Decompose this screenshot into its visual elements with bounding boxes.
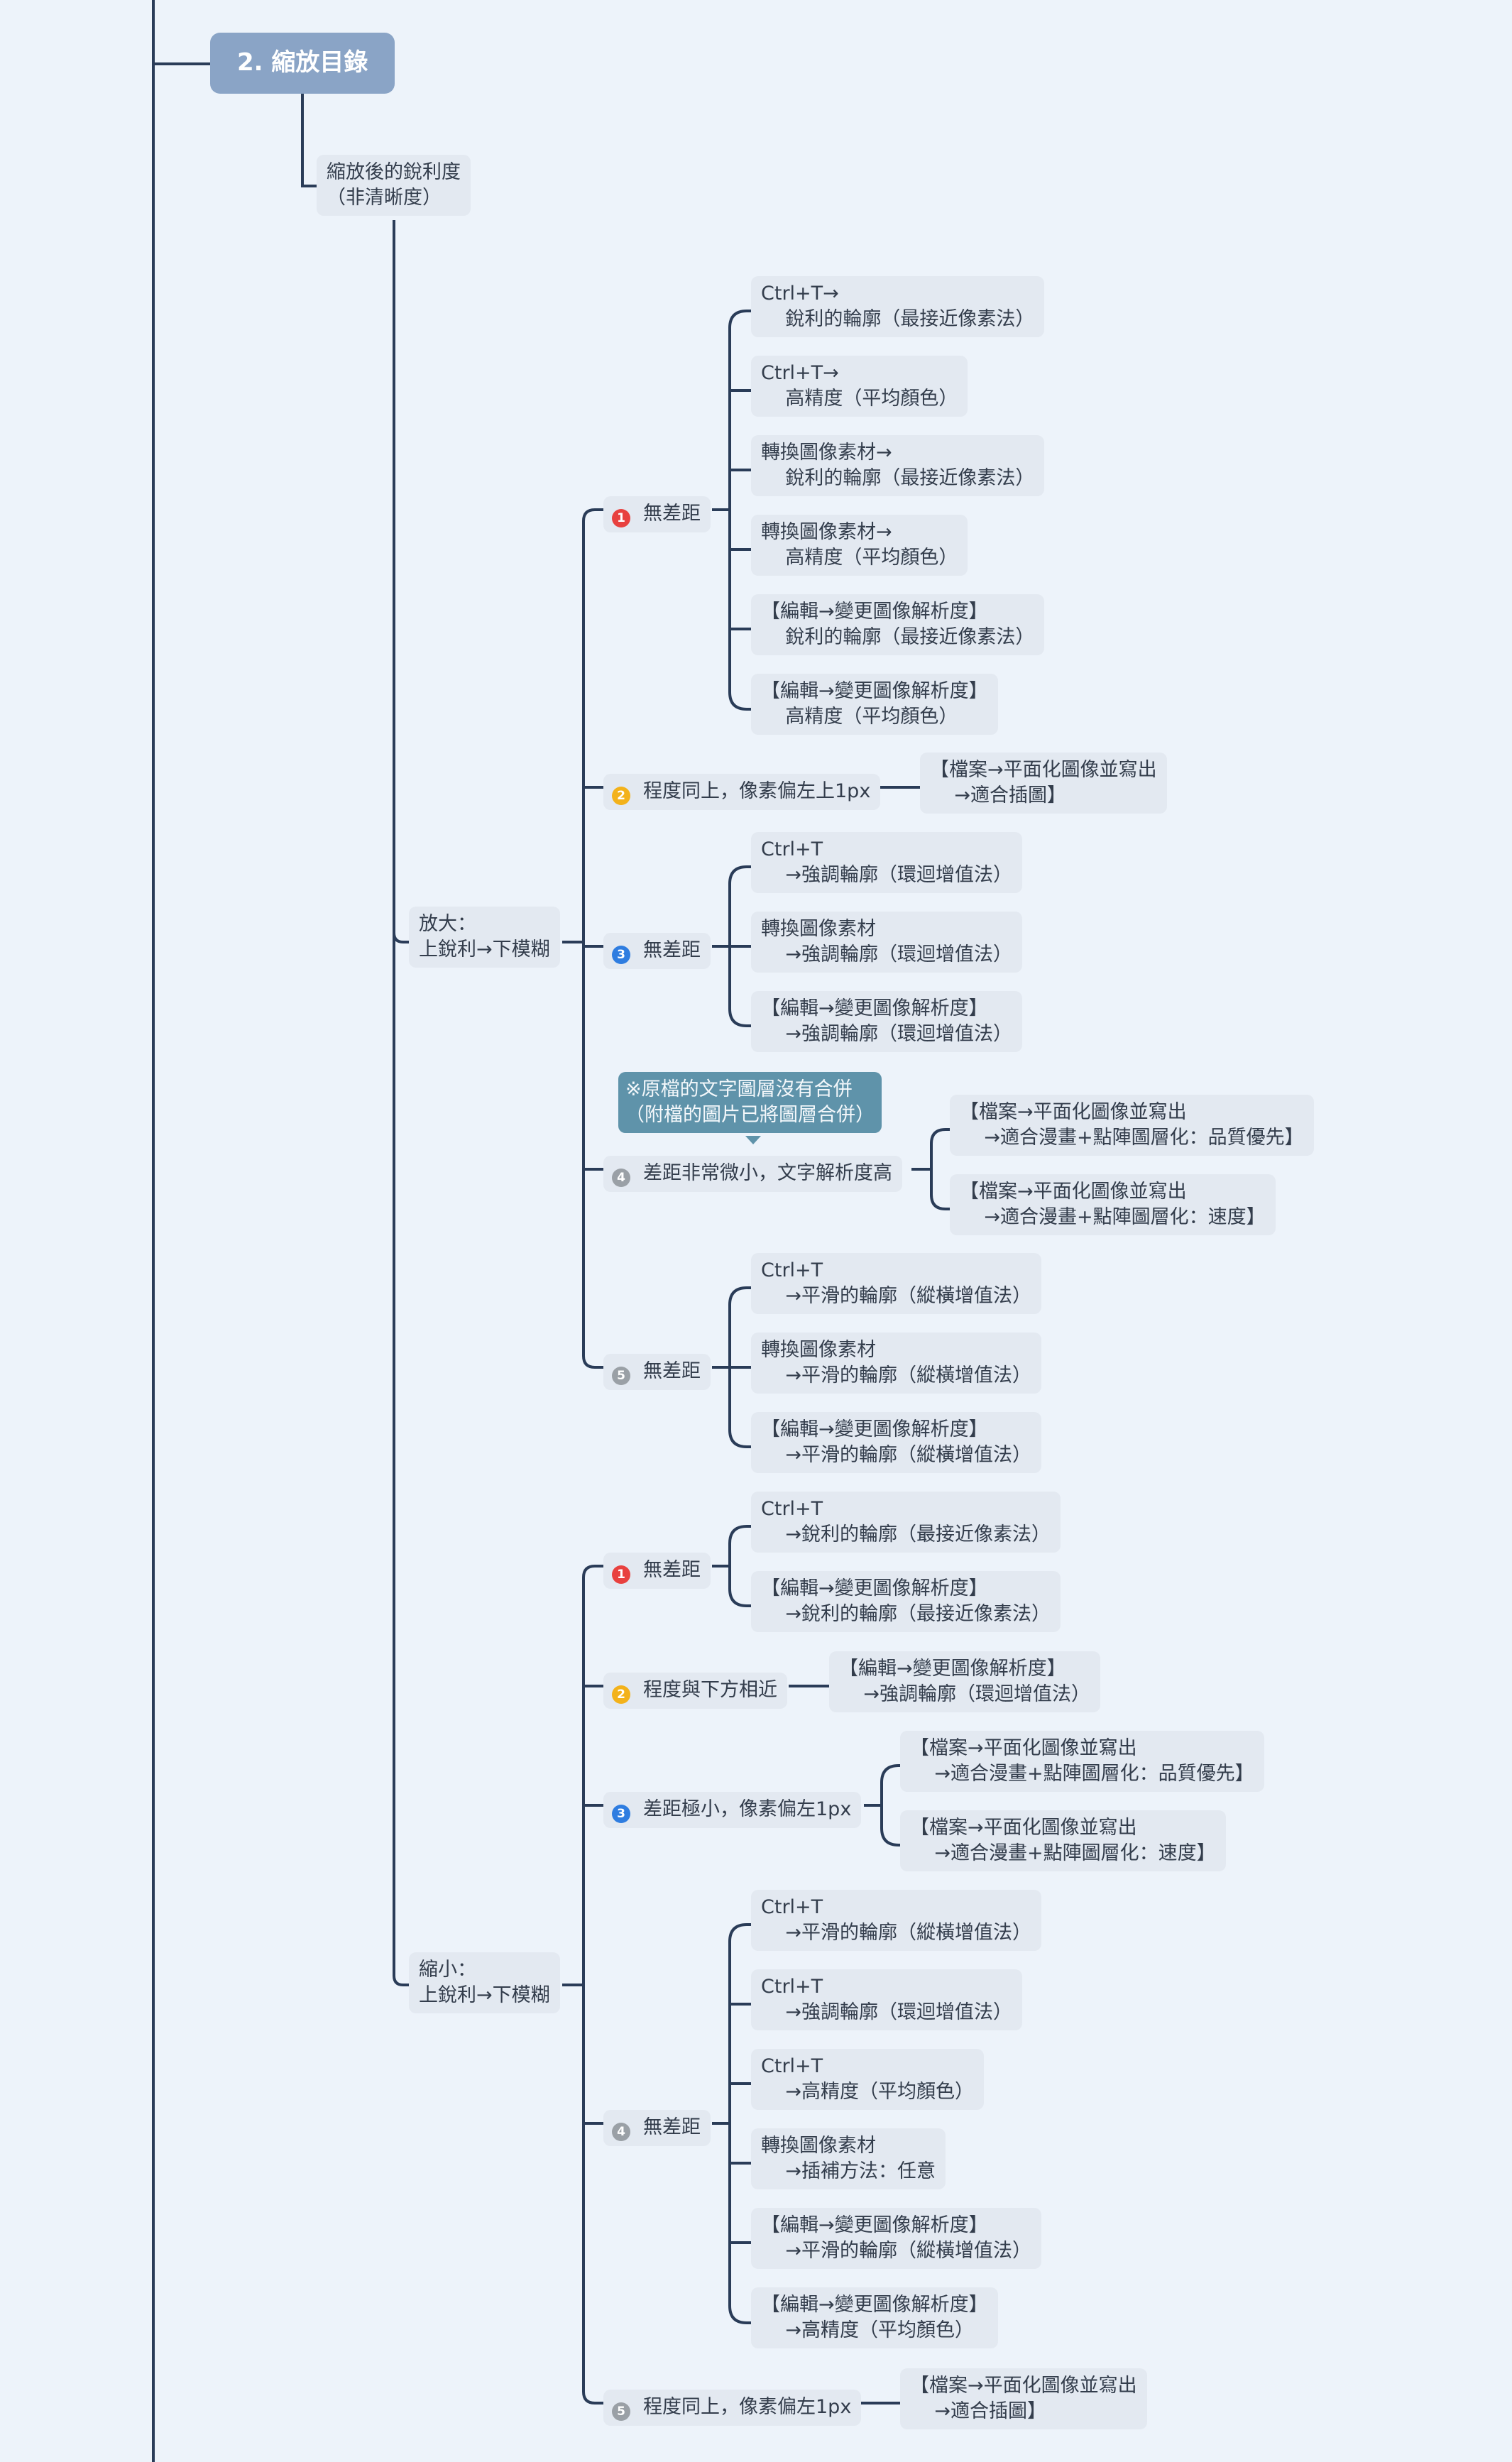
group-label: 無差距 (643, 1559, 701, 1581)
r-g1-bracket (728, 1525, 751, 1607)
reduce-g4-item-6[interactable]: 【編輯→變更圖像解析度】 →高精度（平均顏色） (751, 2287, 998, 2348)
reduce-g4-item-3[interactable]: Ctrl+T →高精度（平均顏色） (751, 2049, 984, 2110)
priority-2-icon: 2 (612, 787, 630, 805)
callout-note: ※原檔的文字圖層沒有合併 （附檔的圖片已將圖層合併） (618, 1072, 882, 1133)
enlarge-g5-item-3[interactable]: 【編輯→變更圖像解析度】 →平滑的輪廓（縱橫增值法） (751, 1412, 1041, 1473)
enlarge-g1-item-1[interactable]: Ctrl+T→ 銳利的輪廓（最接近像素法） (751, 276, 1045, 337)
enlarge-connector (393, 220, 409, 943)
group-label: 程度與下方相近 (643, 1679, 777, 1701)
enlarge-group-4[interactable]: 4 差距非常微小，文字解析度高 (603, 1156, 902, 1192)
priority-4-icon: 4 (612, 2123, 630, 2141)
reduce-bracket (582, 1565, 603, 2404)
group-label: 無差距 (643, 2116, 701, 2138)
priority-2-icon: 2 (612, 1685, 630, 1704)
reduce-g4-item-1[interactable]: Ctrl+T →平滑的輪廓（縱橫增值法） (751, 1890, 1041, 1951)
enlarge-g1-item-6[interactable]: 【編輯→變更圖像解析度】 高精度（平均顏色） (751, 674, 998, 735)
e-g4-bracket (930, 1128, 950, 1210)
reduce-g1-item-2[interactable]: 【編輯→變更圖像解析度】 →銳利的輪廓（最接近像素法） (751, 1571, 1061, 1632)
group-label: 程度同上，像素偏左1px (643, 2396, 852, 2418)
enlarge-bracket (582, 508, 603, 1369)
reduce-group-5[interactable]: 5 程度同上，像素偏左1px (603, 2390, 862, 2426)
priority-3-icon: 3 (612, 946, 630, 964)
priority-3-icon: 3 (612, 1805, 630, 1823)
e-g3-bracket (728, 865, 751, 1027)
group-label: 差距極小，像素偏左1px (643, 1798, 852, 1820)
main-topic[interactable]: 縮放後的銳利度 （非清晰度） (317, 155, 471, 216)
reduce-group-2[interactable]: 2 程度與下方相近 (603, 1673, 787, 1709)
enlarge-g5-item-1[interactable]: Ctrl+T →平滑的輪廓（縱橫增值法） (751, 1253, 1041, 1314)
reduce-g1-item-1[interactable]: Ctrl+T →銳利的輪廓（最接近像素法） (751, 1492, 1061, 1553)
enlarge-branch[interactable]: 放大： 上銳利→下模糊 (409, 907, 560, 968)
r-g4-bracket (728, 1923, 751, 2324)
group-label: 無差距 (643, 939, 701, 961)
priority-5-icon: 5 (612, 2402, 630, 2421)
priority-4-icon: 4 (612, 1169, 630, 1187)
reduce-group-1[interactable]: 1 無差距 (603, 1553, 711, 1589)
group-label: 無差距 (643, 503, 701, 525)
enlarge-group-2[interactable]: 2 程度同上，像素偏左上1px (603, 774, 881, 810)
priority-5-icon: 5 (612, 1367, 630, 1385)
reduce-connector (393, 933, 409, 1986)
enlarge-group-1[interactable]: 1 無差距 (603, 496, 711, 532)
reduce-g4-item-4[interactable]: 轉換圖像素材 →插補方法：任意 (751, 2128, 946, 2189)
enlarge-g3-item-1[interactable]: Ctrl+T →強調輪廓（環迴增值法） (751, 832, 1022, 893)
priority-1-icon: 1 (612, 509, 630, 527)
reduce-g3-item-2[interactable]: 【檔案→平面化圖像並寫出 →適合漫畫+點陣圖層化：速度】 (900, 1810, 1226, 1871)
reduce-g3-item-1[interactable]: 【檔案→平面化圖像並寫出 →適合漫畫+點陣圖層化：品質優先】 (900, 1731, 1264, 1792)
callout-tail (745, 1136, 761, 1144)
enlarge-g2-item-1[interactable]: 【檔案→平面化圖像並寫出 →適合插圖】 (920, 753, 1167, 814)
reduce-g4-item-5[interactable]: 【編輯→變更圖像解析度】 →平滑的輪廓（縱橫增值法） (751, 2208, 1041, 2269)
enlarge-g5-item-2[interactable]: 轉換圖像素材 →平滑的輪廓（縱橫增值法） (751, 1333, 1041, 1394)
enlarge-g3-item-2[interactable]: 轉換圖像素材 →強調輪廓（環迴增值法） (751, 912, 1022, 973)
e-g1-bracket (728, 310, 751, 711)
group-label: 差距非常微小，文字解析度高 (643, 1162, 892, 1184)
enlarge-g1-item-3[interactable]: 轉換圖像素材→ 銳利的輪廓（最接近像素法） (751, 435, 1045, 496)
reduce-g5-item-1[interactable]: 【檔案→平面化圖像並寫出 →適合插圖】 (900, 2368, 1147, 2429)
reduce-branch[interactable]: 縮小： 上銳利→下模糊 (409, 1952, 560, 2013)
topic-connector (301, 94, 317, 187)
enlarge-g1-item-5[interactable]: 【編輯→變更圖像解析度】 銳利的輪廓（最接近像素法） (751, 594, 1045, 655)
enlarge-g4-item-2[interactable]: 【檔案→平面化圖像並寫出 →適合漫畫+點陣圖層化：速度】 (950, 1174, 1276, 1235)
root-topic[interactable]: 2. 縮放目錄 (210, 33, 395, 94)
reduce-g2-item-1[interactable]: 【編輯→變更圖像解析度】 →強調輪廓（環迴增值法） (829, 1651, 1100, 1712)
enlarge-group-3[interactable]: 3 無差距 (603, 933, 711, 969)
enlarge-g1-item-4[interactable]: 轉換圖像素材→ 高精度（平均顏色） (751, 515, 968, 576)
group-label: 無差距 (643, 1360, 701, 1382)
enlarge-g1-item-2[interactable]: Ctrl+T→ 高精度（平均顏色） (751, 356, 968, 417)
enlarge-g3-item-3[interactable]: 【編輯→變更圖像解析度】 →強調輪廓（環迴增值法） (751, 991, 1022, 1052)
r-g3-bracket (880, 1764, 900, 1846)
enlarge-group-5[interactable]: 5 無差距 (603, 1354, 711, 1390)
reduce-g4-item-2[interactable]: Ctrl+T →強調輪廓（環迴增值法） (751, 1969, 1022, 2030)
group-label: 程度同上，像素偏左上1px (643, 780, 871, 802)
reduce-group-4[interactable]: 4 無差距 (603, 2110, 711, 2146)
reduce-group-3[interactable]: 3 差距極小，像素偏左1px (603, 1792, 862, 1828)
e-g5-bracket (728, 1286, 751, 1448)
enlarge-g4-item-1[interactable]: 【檔案→平面化圖像並寫出 →適合漫畫+點陣圖層化：品質優先】 (950, 1095, 1314, 1156)
priority-1-icon: 1 (612, 1565, 630, 1584)
